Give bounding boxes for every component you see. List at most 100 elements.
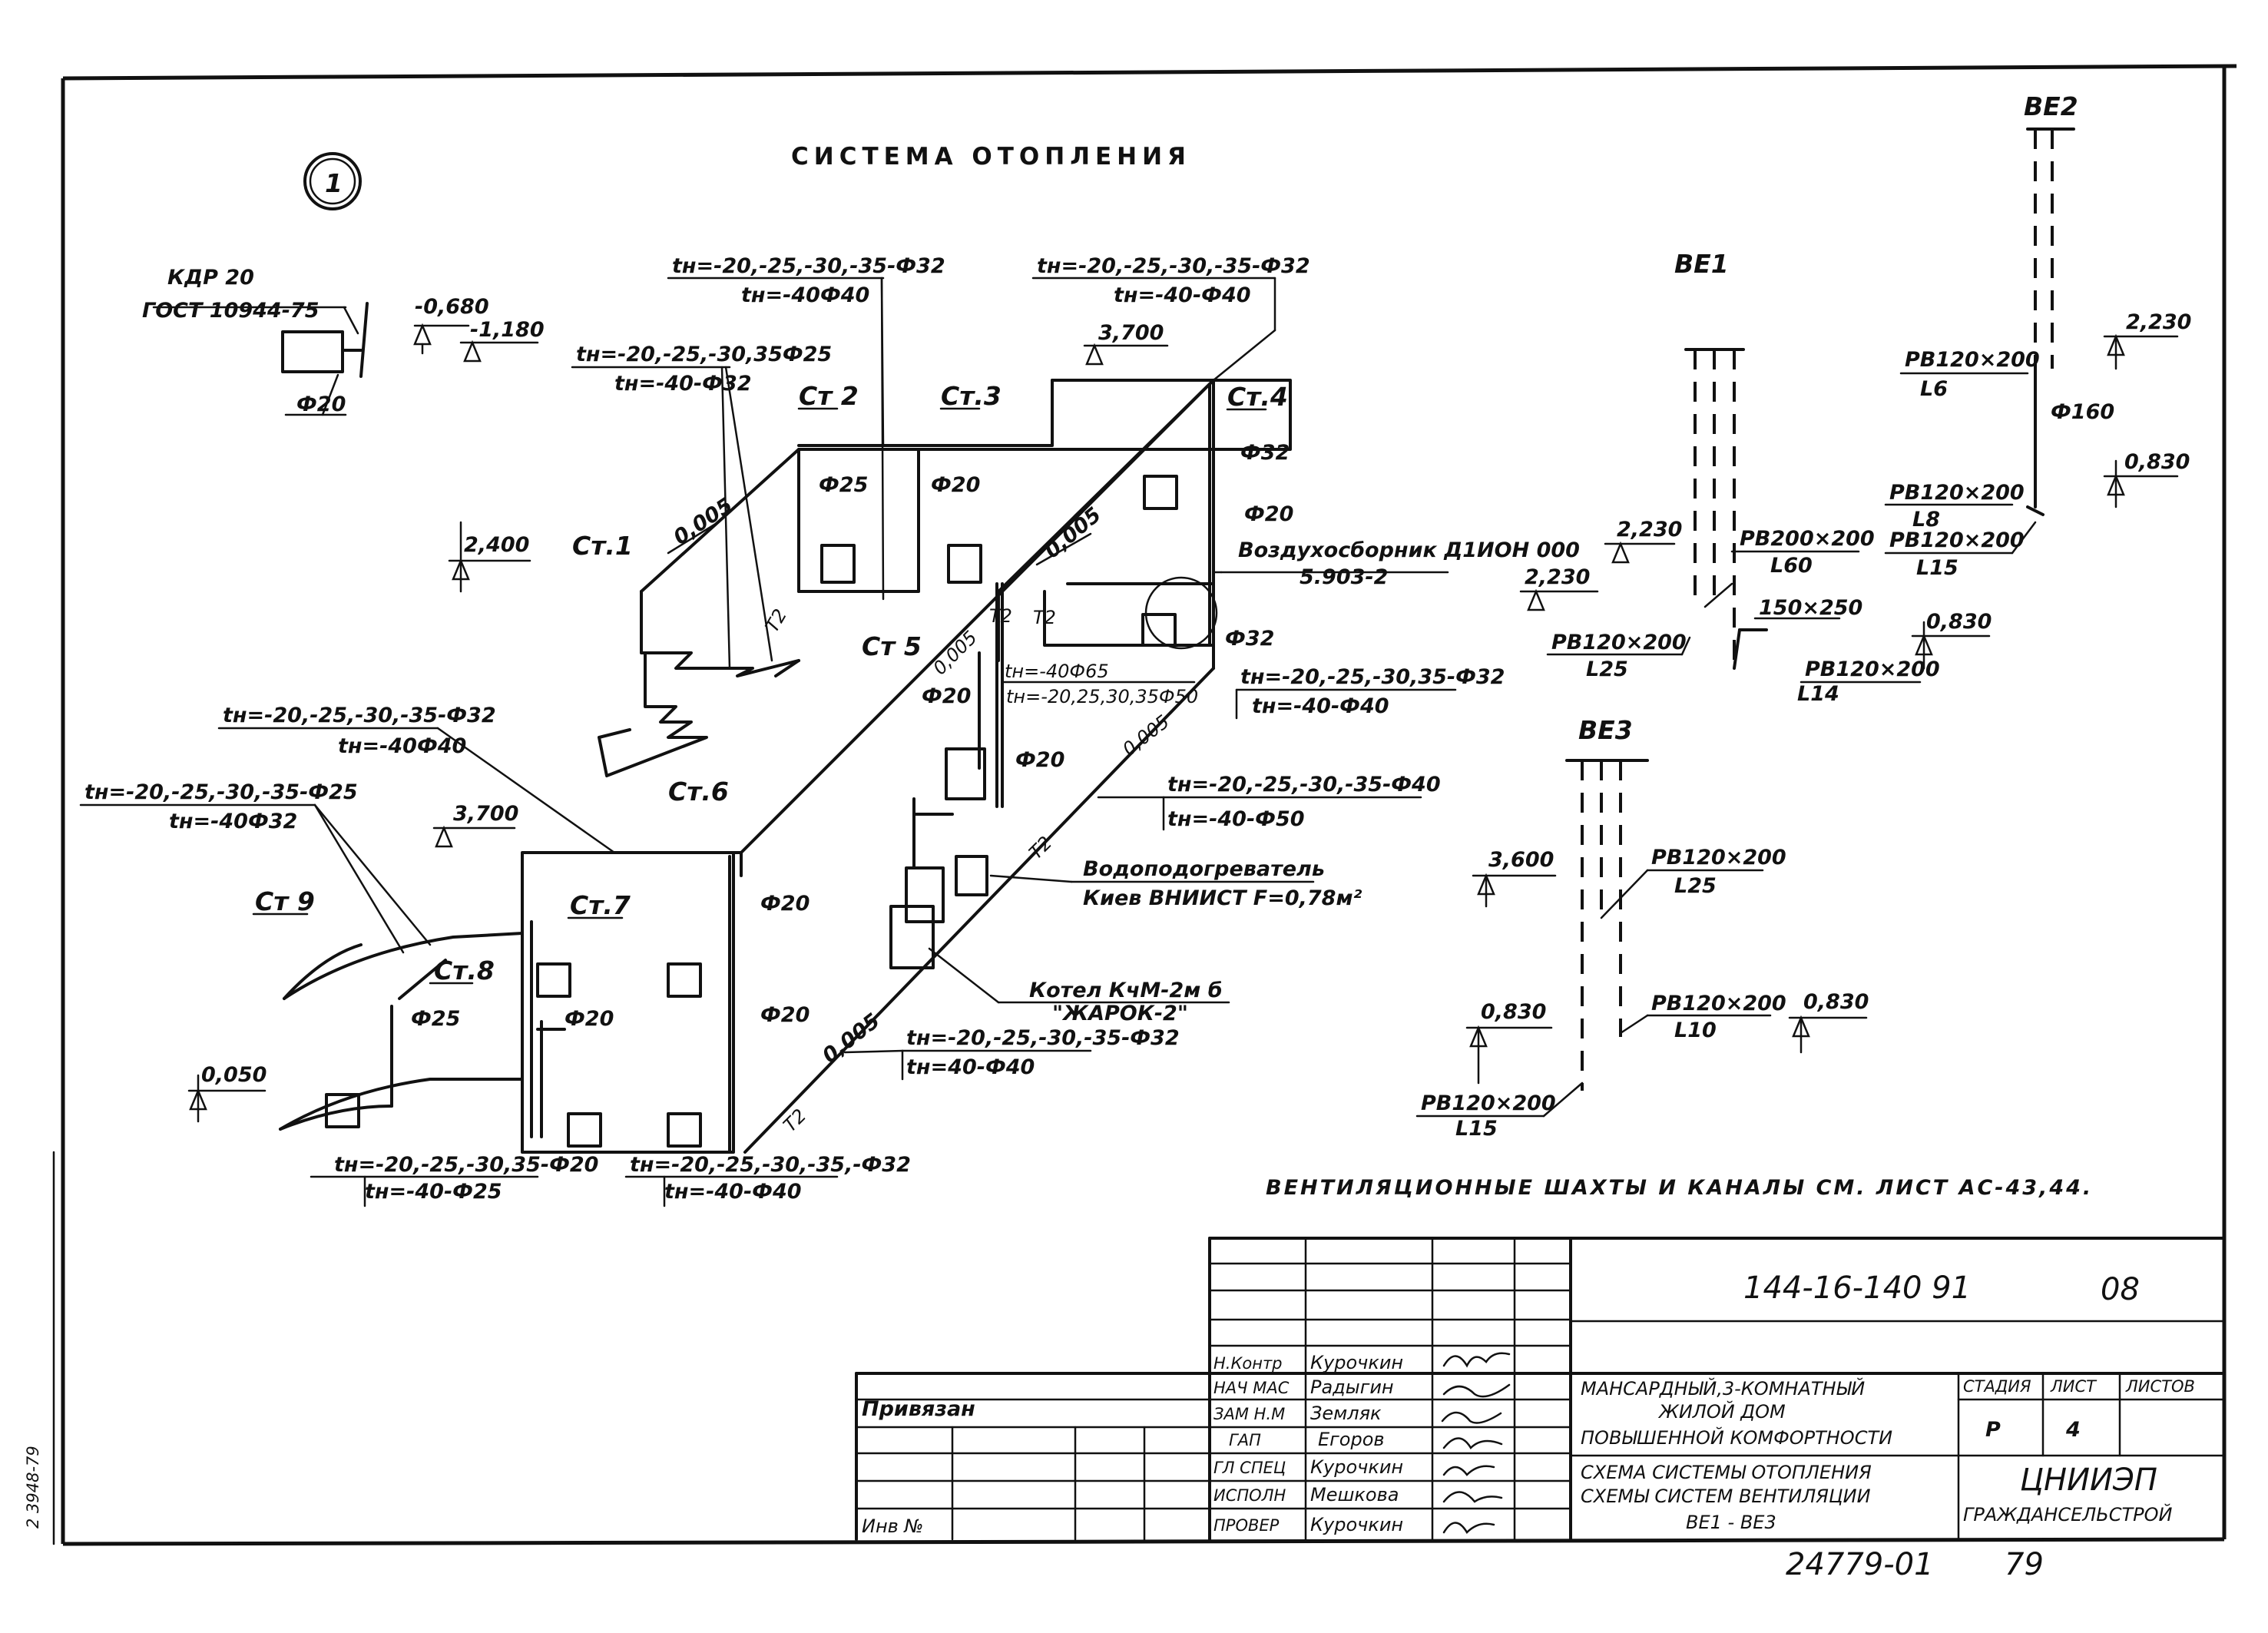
svg-text:Радыгин: Радыгин [1310, 1376, 1394, 1398]
slope-mark: 0,005 [1118, 711, 1173, 760]
return-mark: Т2 [1033, 607, 1056, 628]
svg-text:3,600: 3,600 [1488, 848, 1554, 872]
svg-text:3,700: 3,700 [453, 802, 518, 826]
pipe-note: tн=-20,-25,-30,-35-Ф40 tн=-40-Ф50 [1097, 773, 1441, 831]
svg-text:РВ120×200: РВ120×200 [1889, 481, 2025, 505]
vent-label: ВЕ2 [2024, 91, 2078, 121]
svg-text:РВ120×200: РВ120×200 [1651, 846, 1786, 869]
svg-text:Ф20: Ф20 [922, 684, 971, 708]
equipment-callouts: Воздухосборник Д1ИОН 000 5.903-2 Водопод… [928, 538, 1580, 1025]
section-marker: 1 [303, 152, 362, 210]
svg-text:Ф20: Ф20 [760, 1003, 810, 1027]
svg-text:Ф20: Ф20 [565, 1007, 614, 1031]
title-block: 144-16-140 91 08 Привязан Инв № Н.Контр … [855, 1237, 2226, 1541]
svg-text:2,400: 2,400 [464, 533, 529, 557]
radiator [325, 1093, 360, 1128]
svg-text:tн=-20,-25,-30,-35-Ф40: tн=-20,-25,-30,-35-Ф40 [1167, 773, 1441, 797]
svg-text:tн=-20,-25,-30,35-Ф32: tн=-20,-25,-30,35-Ф32 [1240, 665, 1505, 689]
svg-text:tн=-20,-25,-30,-35,-Ф32: tн=-20,-25,-30,-35,-Ф32 [630, 1153, 911, 1177]
project-line: ПОВЫШЕННОЙ КОМФОРТНОСТИ [1581, 1426, 1892, 1449]
svg-text:0,005: 0,005 [818, 1009, 884, 1068]
svg-text:tн=-40-Ф25: tн=-40-Ф25 [365, 1180, 502, 1204]
heater-spec: Киев ВНИИСТ F=0,78м² [1083, 886, 1362, 910]
drawing-line: СХЕМА СИСТЕМЫ ОТОПЛЕНИЯ [1581, 1462, 1872, 1483]
elevation-mark: -0,680 [413, 295, 489, 355]
vent-label: ВЕ1 [1674, 249, 1729, 279]
diameter-labels: Ф25 Ф20 Ф32 Ф20 Ф32 Ф20 Ф20 Ф20 Ф20 Ф20 … [411, 400, 2114, 1031]
svg-text:tн=-20,-25,-30,-35-Ф32: tн=-20,-25,-30,-35-Ф32 [906, 1026, 1180, 1050]
svg-text:L14: L14 [1797, 682, 1839, 706]
svg-text:150×250: 150×250 [1759, 596, 1862, 620]
elevation-mark: 0,830 [1465, 1000, 1553, 1085]
svg-text:tн=-40-Ф50: tн=-40-Ф50 [1167, 807, 1305, 831]
kdr-name: КДР 20 [167, 266, 254, 290]
riser-label: Ст.6 [668, 777, 729, 807]
elevation-mark: 2,400 [448, 521, 531, 593]
svg-text:tн=-20,-25,-30,-35-Ф32: tн=-20,-25,-30,-35-Ф32 [672, 254, 945, 278]
bottom-code: 24779-01 [1786, 1547, 1934, 1582]
boiler-assembly [889, 747, 988, 969]
svg-text:ИСПОЛН: ИСПОЛН [1213, 1486, 1286, 1505]
elevation-mark: 2,230 [1519, 565, 1599, 611]
svg-text:НАЧ МАС: НАЧ МАС [1213, 1379, 1290, 1397]
elevation-mark: 2,230 [1604, 518, 1682, 564]
svg-text:L15: L15 [1916, 556, 1958, 580]
svg-text:tн=-20,-25,-30,-35-Ф32: tн=-20,-25,-30,-35-Ф32 [223, 704, 496, 727]
signatures [1441, 1352, 1511, 1535]
stage-header: СТАДИЯ [1963, 1377, 2031, 1396]
svg-text:L8: L8 [1912, 508, 1940, 532]
elevation-marks: -0,680 -1,180 3,700 2,400 3,700 0,050 2,… [187, 295, 2191, 1123]
svg-text:tн=-20,-25,-30,-35-Ф25: tн=-20,-25,-30,-35-Ф25 [84, 780, 358, 804]
elevation-mark: -1,180 [459, 318, 545, 363]
return-mark: Т2 [779, 1105, 810, 1136]
kdr-diameter: Ф20 [296, 393, 346, 416]
return-mark: Т2 [989, 605, 1012, 627]
svg-text:0,830: 0,830 [1803, 990, 1869, 1014]
radiator [536, 962, 571, 998]
kdr-valve: КДР 20 ГОСТ 10944-75 Ф20 [142, 266, 369, 416]
project-line: ЖИЛОЙ ДОМ [1657, 1400, 1786, 1423]
svg-text:РВ120×200: РВ120×200 [1551, 631, 1687, 654]
pipe-note: tн=-20,-25,-30,-35,-Ф32 tн=-40-Ф40 [624, 1153, 911, 1207]
svg-text:0,005: 0,005 [929, 627, 981, 679]
svg-text:tн=-40-Ф40: tн=-40-Ф40 [664, 1180, 802, 1204]
drawing-line: ВЕ1 - ВЕ3 [1686, 1512, 1776, 1533]
radiator [1141, 613, 1177, 647]
svg-text:ГЛ СПЕЦ: ГЛ СПЕЦ [1213, 1459, 1286, 1477]
svg-text:tн=-40-Ф40: tн=-40-Ф40 [1252, 694, 1389, 718]
vent-label: ВЕ3 [1578, 715, 1633, 745]
riser-label: Ст.3 [941, 381, 1002, 411]
svg-text:РВ120×200: РВ120×200 [1805, 658, 1940, 681]
svg-text:Егоров: Егоров [1318, 1429, 1385, 1450]
svg-text:0,830: 0,830 [2124, 450, 2190, 474]
elevation-mark: 0,830 [1911, 610, 1992, 670]
svg-text:L10: L10 [1674, 1019, 1717, 1042]
svg-text:Мешкова: Мешкова [1310, 1484, 1399, 1505]
svg-text:0,830: 0,830 [1481, 1000, 1546, 1024]
svg-text:tн=-40Ф65: tн=-40Ф65 [1005, 661, 1109, 682]
heater-label: Водоподогреватель [1083, 857, 1325, 881]
svg-text:-0,680: -0,680 [415, 295, 489, 319]
riser-label: Ст 5 [862, 631, 922, 661]
sheets-header: ЛИСТОВ [2125, 1377, 2195, 1396]
vent-system-ve3: ВЕ3 РВ120×200 L25 РВ120×200 L10 РВ120×20… [1415, 715, 1786, 1141]
svg-text:Ф32: Ф32 [1240, 441, 1290, 465]
organization-sub: ГРАЖДАНСЕЛЬСТРОЙ [1963, 1503, 2173, 1525]
svg-text:L6: L6 [1920, 377, 1948, 401]
svg-text:tн=-20,-25,-30,-35-Ф32: tн=-20,-25,-30,-35-Ф32 [1037, 254, 1310, 278]
svg-text:РВ120×200: РВ120×200 [1651, 992, 1786, 1015]
riser-label: Ст 2 [799, 381, 859, 411]
air-collector-series: 5.903-2 [1300, 565, 1388, 589]
slope-mark: 0,005 [929, 627, 981, 679]
radiator [820, 544, 856, 584]
heater-unit [945, 747, 986, 800]
side-stamp: 2 3948-79 [24, 1446, 42, 1529]
svg-text:0,050: 0,050 [201, 1063, 267, 1087]
radiator [947, 544, 982, 584]
vent-system-ve2: ВЕ2 РВ120×200 L6 РВ120×200 L8 РВ120×200 … [1884, 91, 2078, 580]
